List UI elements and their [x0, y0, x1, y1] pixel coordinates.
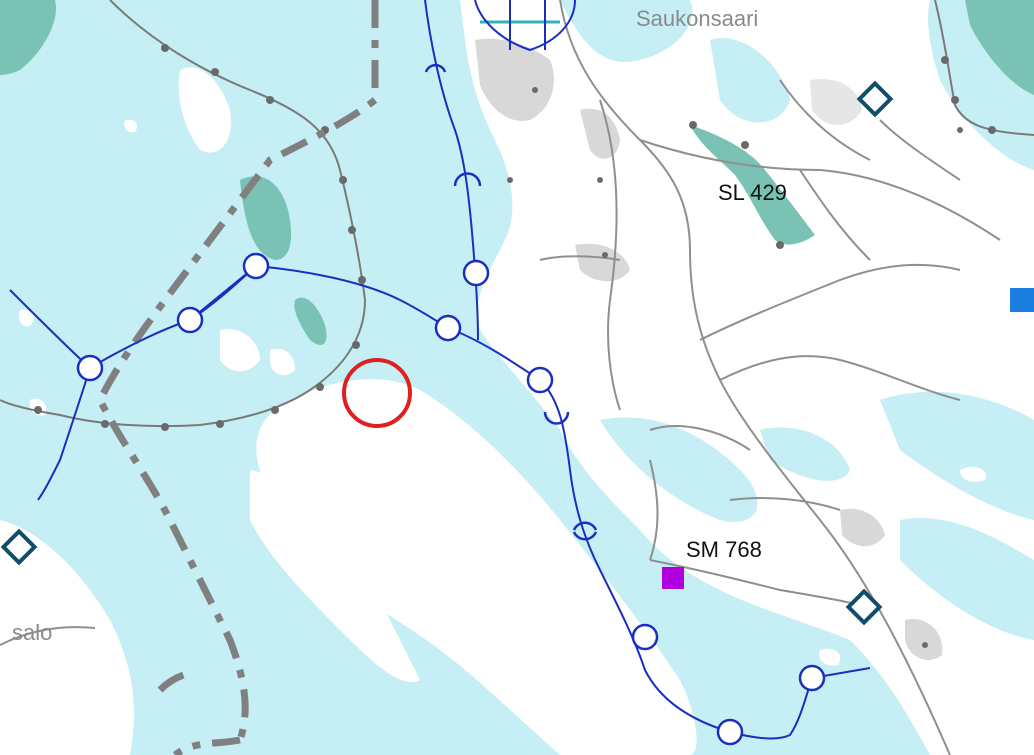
- land-left-coast: [0, 520, 134, 755]
- label-sl-429: SL 429: [718, 180, 787, 205]
- land-islet-3: [270, 348, 295, 376]
- land-island-south: [256, 379, 697, 755]
- station-marker-w[interactable]: [0, 528, 38, 566]
- water-inlet-5: [900, 518, 1034, 640]
- land-islet-6: [18, 309, 34, 327]
- station-marker-se[interactable]: [845, 588, 883, 626]
- built-area-middle: [575, 243, 630, 282]
- road-network: [0, 0, 1001, 755]
- boundary-line: [96, 0, 379, 755]
- blue-square-marker[interactable]: [1010, 288, 1034, 312]
- protected-area-island: [240, 176, 292, 260]
- station-marker-ne[interactable]: [856, 80, 894, 118]
- land-islet-1: [178, 67, 231, 153]
- land-islet-8: [819, 648, 841, 666]
- land-islet-2: [220, 329, 260, 372]
- purple-square-marker[interactable]: [662, 567, 684, 589]
- water-inlet-2: [600, 417, 758, 522]
- protected-area-sl429: [690, 125, 815, 245]
- land-islet-7: [960, 466, 986, 482]
- built-area-north: [475, 38, 554, 121]
- station-markers[interactable]: [0, 80, 894, 626]
- land-islet-5: [124, 119, 137, 133]
- water-inlet-4: [880, 391, 1034, 520]
- protected-area-right-top: [965, 0, 1034, 95]
- label-salo: salo: [12, 620, 52, 645]
- power-arc-symbols: [424, 63, 598, 541]
- built-area-east: [810, 79, 862, 125]
- water-pond-1: [710, 38, 790, 123]
- land-island-south-2: [250, 470, 420, 682]
- power-towers: [76, 252, 826, 746]
- built-area-southeast: [840, 508, 885, 547]
- water-inlet-1: [560, 0, 693, 62]
- label-saukonsaari: Saukonsaari: [636, 6, 758, 31]
- land-mainland: [460, 0, 1034, 755]
- protected-area-islet: [294, 297, 327, 345]
- label-sm-768: SM 768: [686, 537, 762, 562]
- protected-area-left-top: [0, 0, 56, 75]
- built-area-southeast-2: [905, 619, 943, 660]
- highlight-circle[interactable]: [342, 358, 412, 428]
- built-area-north-2: [580, 108, 620, 159]
- water-inlet-3: [760, 427, 850, 481]
